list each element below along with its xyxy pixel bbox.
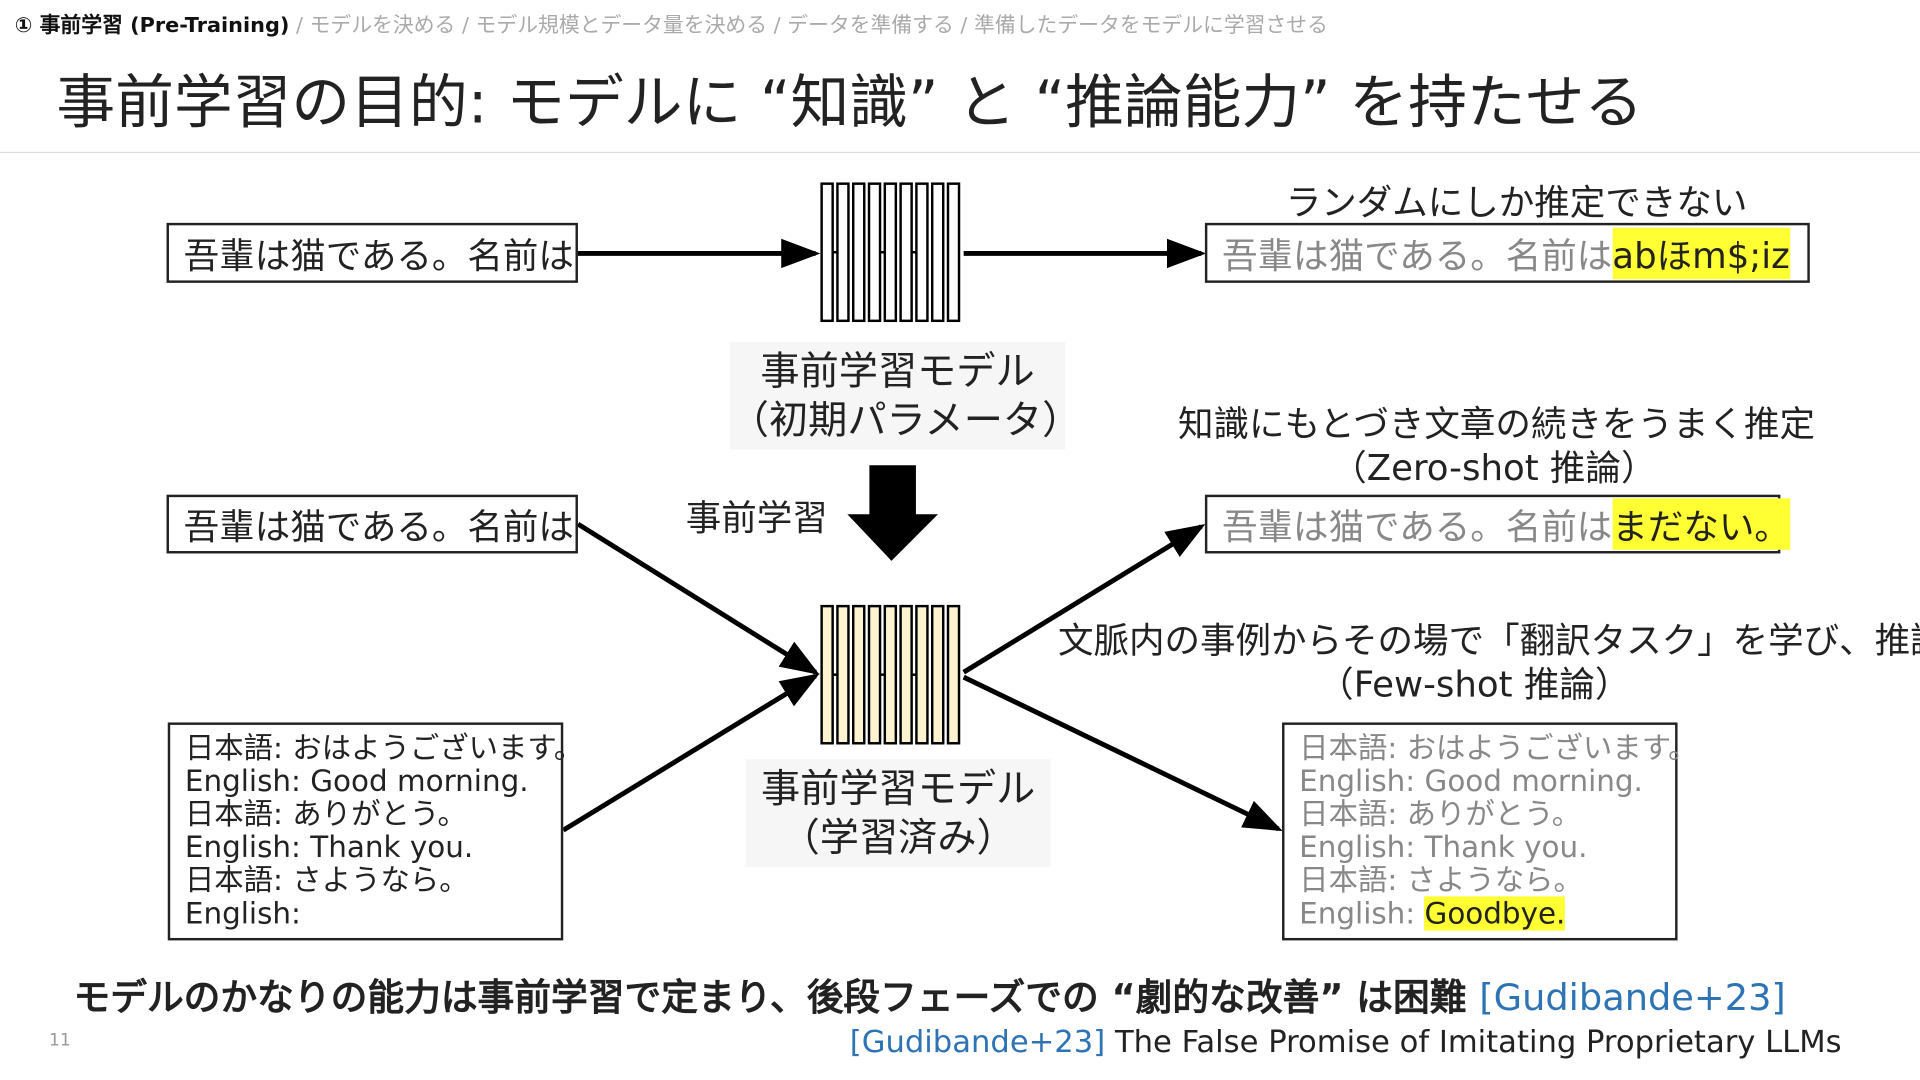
reference: [Gudibande+23] The False Promise of Imit…	[850, 1024, 1842, 1060]
zeroshot-caption: 知識にもとづき文章の続きをうまく推定（Zero-shot 推論）	[1177, 402, 1816, 490]
breadcrumb-current: ① 事前学習 (Pre-Training)	[14, 13, 290, 38]
output-line-final: English: Goodbye.	[1299, 896, 1660, 931]
output-prefix: 吾輩は猫である。名前は	[1222, 234, 1613, 277]
pretrain-label: 事前学習	[685, 497, 828, 539]
label-line: 事前学習モデル	[761, 765, 1036, 812]
layer-bar	[867, 604, 882, 745]
output-line: 日本語: さようなら。	[1299, 863, 1583, 898]
zeroshot-output-box: 吾輩は猫である。名前はまだない。	[1204, 494, 1790, 554]
caption-line: （Zero-shot 推論）	[1331, 446, 1657, 489]
caption-line: 知識にもとづき文章の続きをうまく推定	[1177, 402, 1816, 445]
generated-text: abほm$;iz	[1612, 227, 1790, 279]
pretrain-down-arrow	[847, 465, 938, 561]
layer-bar	[915, 182, 929, 323]
reference-cite: [Gudibande+23]	[849, 1023, 1106, 1060]
page-number: 11	[48, 1031, 71, 1051]
breadcrumb-item: / データを準備する	[767, 13, 954, 38]
output-prefix: 吾輩は猫である。名前は	[1222, 505, 1613, 548]
divider	[0, 151, 1920, 154]
initial-model-icon	[820, 182, 961, 323]
trained-model-icon	[820, 604, 961, 745]
conclusion: モデルのかなりの能力は事前学習で定まり、後段フェーズでの “劇的な改善” は困難…	[73, 967, 1785, 1021]
layer-bar	[930, 182, 945, 323]
label-line: 事前学習モデル	[760, 347, 1035, 395]
layer-bar	[820, 604, 834, 745]
prompt-line: English: Good morning.	[184, 764, 529, 799]
fewshot-caption: 文脈内の事例からその場で「翻訳タスク」を学び、推論（Few-shot 推論）	[1057, 618, 1920, 706]
layer-bar	[820, 182, 834, 323]
fewshot-input-box: 日本語: おはようございます。 English: Good morning. 日…	[167, 722, 584, 941]
arrow-fewshot-output	[962, 674, 1283, 832]
generated-text: まだない。	[1612, 498, 1790, 550]
layer-bar	[867, 182, 882, 323]
layer-bar	[899, 182, 913, 323]
caption-line: （Few-shot 推論）	[1318, 663, 1631, 706]
fewshot-output-box: 日本語: おはようございます。 English: Good morning. 日…	[1282, 722, 1698, 941]
layer-bar	[836, 182, 850, 323]
layer-bar	[883, 604, 898, 745]
layer-bar	[915, 604, 929, 745]
arrow-zeroshot-input	[576, 522, 820, 675]
breadcrumb-item: / モデルを決める	[289, 13, 456, 38]
random-caption: ランダムにしか推定できない	[1285, 181, 1748, 223]
zeroshot-input-box: 吾輩は猫である。名前は	[166, 494, 578, 554]
caption-line: 文脈内の事例からその場で「翻訳タスク」を学び、推論	[1057, 619, 1920, 662]
prompt-line: 日本語: ありがとう。	[184, 797, 467, 832]
page-title: 事前学習の目的: モデルに “知識” と “推論能力” を持たせる	[56, 68, 1644, 138]
output-line: English: Thank you.	[1299, 830, 1588, 865]
layer-bar	[836, 604, 850, 745]
initial-model-label: 事前学習モデル（初期パラメータ）	[729, 341, 1082, 450]
layer-bar	[883, 182, 898, 323]
prompt-line: English:	[184, 896, 301, 931]
generated-text: Goodbye.	[1424, 896, 1566, 931]
prompt-line: English: Thank you.	[184, 830, 474, 865]
output-line: 日本語: おはようございます。	[1299, 731, 1698, 766]
arrow-fewshot-input	[561, 673, 820, 833]
layer-bar	[946, 604, 961, 745]
layer-bar	[899, 604, 913, 745]
output-line: 日本語: ありがとう。	[1299, 797, 1582, 832]
citation-link[interactable]: [Gudibande+23]	[1479, 977, 1786, 1021]
label-line: （初期パラメータ）	[729, 396, 1082, 444]
layer-bar	[930, 604, 945, 745]
reference-text: The False Promise of Imitating Proprieta…	[1105, 1023, 1842, 1060]
output-line: English:	[1299, 896, 1425, 931]
top-input-box: 吾輩は猫である。名前は	[166, 222, 578, 283]
breadcrumb: ① 事前学習 (Pre-Training) / モデルを決める / モデル規模と…	[15, 7, 1328, 38]
layer-bar	[946, 182, 961, 323]
breadcrumb-item: / 準備したデータをモデルに学習させる	[953, 13, 1328, 38]
prompt-line: 日本語: さようなら。	[184, 863, 469, 898]
layer-bar	[852, 604, 866, 745]
breadcrumb-item: / モデル規模とデータ量を決める	[455, 13, 768, 38]
prompt-line: 日本語: おはようございます。	[184, 731, 584, 766]
arrow-zeroshot-output	[962, 523, 1206, 675]
layer-bar	[852, 182, 866, 323]
output-line: English: Good morning.	[1299, 764, 1643, 799]
label-line: （学習済み）	[780, 814, 1016, 861]
conclusion-text: モデルのかなりの能力は事前学習で定まり、後段フェーズでの “劇的な改善” は困難	[73, 977, 1467, 1021]
trained-model-label: 事前学習モデル（学習済み）	[745, 759, 1051, 867]
